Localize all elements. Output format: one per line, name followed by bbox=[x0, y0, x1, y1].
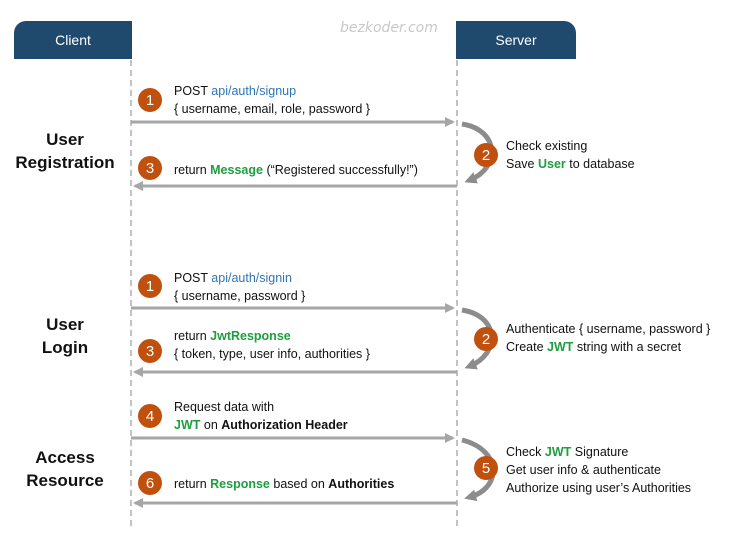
msg-reg-1: POST api/auth/signup { username, email, … bbox=[174, 82, 370, 118]
access-6-mid: based on bbox=[273, 477, 325, 491]
login-3-highlight: JwtResponse bbox=[210, 329, 291, 343]
login-2-pre: Create bbox=[506, 340, 544, 354]
access-5-line2: Get user info & authenticate bbox=[506, 463, 661, 477]
msg-reg-2: Check existing Save User to database bbox=[506, 137, 635, 173]
access-5-highlight: JWT bbox=[544, 445, 572, 459]
step-badge-login-1: 1 bbox=[138, 274, 162, 298]
reg-2-post: to database bbox=[569, 157, 635, 171]
reg-2-highlight: User bbox=[537, 157, 566, 171]
access-5-pre: Check bbox=[506, 445, 542, 459]
section-login-line1: User bbox=[46, 315, 84, 334]
access-4-mid: on bbox=[203, 418, 218, 432]
section-registration: User Registration bbox=[0, 128, 130, 174]
msg-login-2: Authenticate { username, password } Crea… bbox=[506, 320, 710, 356]
section-access-line1: Access bbox=[35, 448, 95, 467]
reg-2-pre: Save bbox=[506, 157, 535, 171]
step-badge-reg-2: 2 bbox=[474, 143, 498, 167]
server-header: Server bbox=[456, 21, 576, 59]
step-badge-reg-3: 3 bbox=[138, 156, 162, 180]
access-6-pre: return bbox=[174, 477, 207, 491]
reg-2-line1: Check existing bbox=[506, 139, 588, 153]
login-3-line2: { token, type, user info, authorities } bbox=[174, 347, 370, 361]
step-badge-access-6: 6 bbox=[138, 471, 162, 495]
login-2-post: string with a secret bbox=[576, 340, 682, 354]
msg-login-3: return JwtResponse { token, type, user i… bbox=[174, 327, 370, 363]
msg-access-4: Request data with JWT on Authorization H… bbox=[174, 398, 348, 434]
section-access-line2: Resource bbox=[26, 471, 104, 490]
access-4-bold: Authorization Header bbox=[221, 418, 348, 432]
login-1-endpoint: api/auth/signin bbox=[211, 271, 292, 285]
login-2-line1: Authenticate { username, password } bbox=[506, 322, 711, 336]
section-access: Access Resource bbox=[0, 446, 130, 492]
reg-1-body: { username, email, role, password } bbox=[174, 102, 370, 116]
watermark: bezkoder.com bbox=[340, 20, 438, 36]
client-header: Client bbox=[14, 21, 132, 59]
msg-access-6: return Response based on Authorities bbox=[174, 475, 394, 493]
section-registration-line1: User bbox=[46, 130, 84, 149]
reg-1-endpoint: api/auth/signup bbox=[211, 84, 297, 98]
access-5-post: Signature bbox=[574, 445, 629, 459]
reg-1-method: POST bbox=[174, 84, 208, 98]
reg-3-post: (“Registered successfully!”) bbox=[266, 163, 418, 177]
step-badge-login-2: 2 bbox=[474, 327, 498, 351]
msg-login-1: POST api/auth/signin { username, passwor… bbox=[174, 269, 305, 305]
login-1-method: POST bbox=[174, 271, 208, 285]
section-registration-line2: Registration bbox=[15, 153, 115, 172]
section-login: User Login bbox=[0, 313, 130, 359]
access-6-bold: Authorities bbox=[328, 477, 395, 491]
section-login-line2: Login bbox=[41, 338, 89, 357]
access-4-line1: Request data with bbox=[174, 400, 275, 414]
login-3-pre: return bbox=[174, 329, 207, 343]
reg-3-pre: return bbox=[174, 163, 207, 177]
login-1-body: { username, password } bbox=[174, 289, 306, 303]
msg-reg-3: return Message (“Registered successfully… bbox=[174, 161, 418, 179]
access-4-highlight: JWT bbox=[174, 418, 201, 432]
access-5-line3: Authorize using user’s Authorities bbox=[506, 481, 692, 495]
step-badge-access-4: 4 bbox=[138, 404, 162, 428]
msg-access-5: Check JWT Signature Get user info & auth… bbox=[506, 443, 691, 497]
reg-3-highlight: Message bbox=[210, 163, 263, 177]
access-6-highlight: Response bbox=[210, 477, 270, 491]
step-badge-access-5: 5 bbox=[474, 456, 498, 480]
login-2-highlight: JWT bbox=[547, 340, 574, 354]
step-badge-login-3: 3 bbox=[138, 339, 162, 363]
step-badge-reg-1: 1 bbox=[138, 88, 162, 112]
